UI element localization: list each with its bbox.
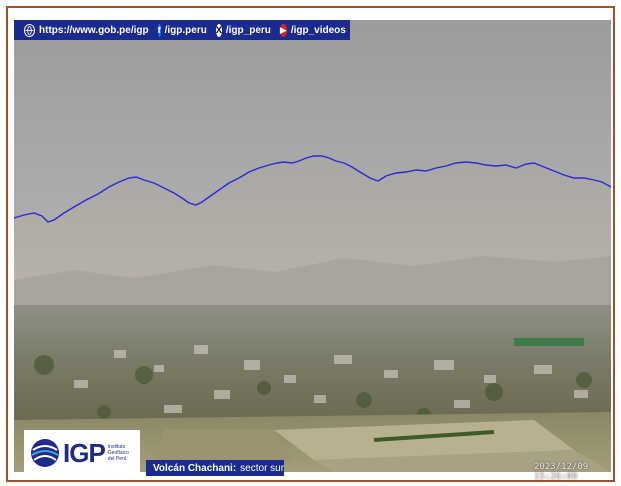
youtube-icon: ▶: [279, 23, 287, 37]
facebook-icon: f: [157, 23, 161, 37]
social-info-bar: https://www.gob.pe/igp f /igp.peru X /ig…: [14, 20, 350, 40]
volcano-name: Volcán Chachani:: [153, 462, 237, 474]
x-link[interactable]: /igp_peru: [225, 24, 271, 36]
youtube-link[interactable]: /igp_videos: [290, 24, 346, 36]
timestamp: 2023/12/09 15:26:09: [534, 462, 589, 482]
logo-subtitle: Instituto Geofísico del Perú: [107, 444, 129, 462]
x-icon: X: [215, 23, 222, 37]
globe-icon: [24, 23, 35, 37]
sector-name: sector sur: [240, 462, 285, 474]
igp-logo: IGP Instituto Geofísico del Perú: [24, 430, 140, 476]
camera-caption: Volcán Chachani: sector sur: [146, 460, 284, 476]
facebook-link[interactable]: /igp.peru: [164, 24, 207, 36]
webcam-image: [14, 20, 611, 472]
logo-name: IGP: [63, 437, 106, 468]
igp-logo-mark-icon: [31, 439, 59, 467]
website-link[interactable]: https://www.gob.pe/igp: [39, 24, 149, 36]
